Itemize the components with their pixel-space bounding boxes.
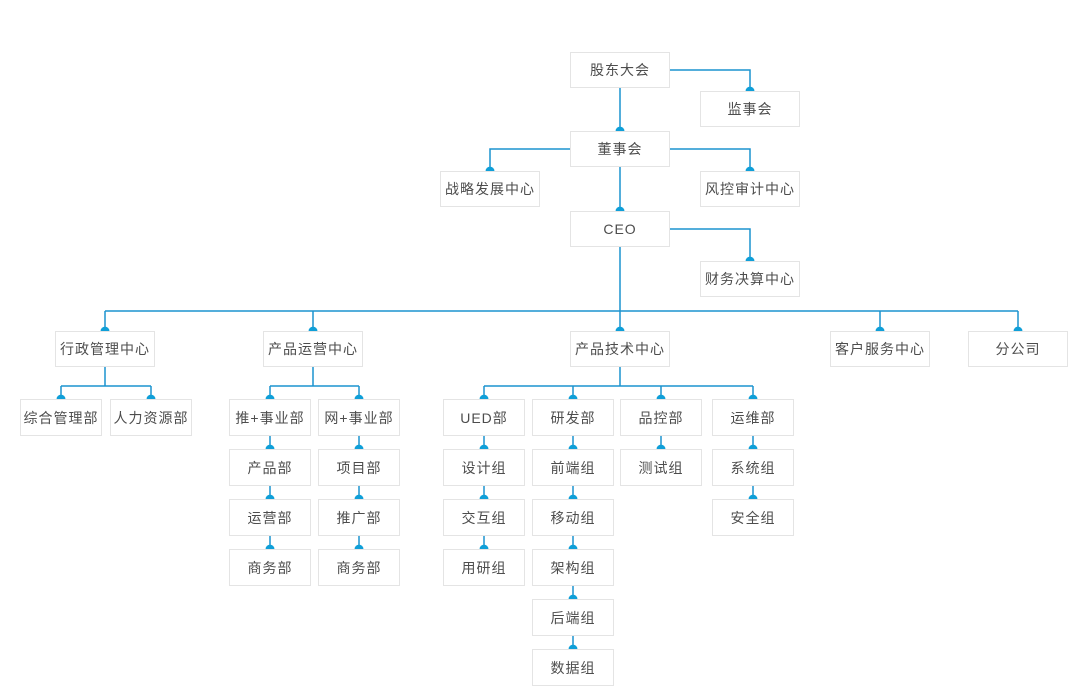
org-node-label: 后端组: [550, 609, 596, 626]
org-node-label: 系统组: [730, 459, 776, 476]
org-node-label: 推+事业部: [235, 409, 305, 426]
org-node-shareholders[interactable]: 股东大会: [570, 52, 670, 88]
org-node-label: 分公司: [995, 341, 1041, 357]
org-node-label: 移动组: [550, 509, 596, 526]
org-node-risk-audit[interactable]: 风控审计中心: [700, 171, 800, 207]
org-node-testing-team[interactable]: 测试组: [620, 449, 702, 486]
connector-lines: [60, 69, 1019, 649]
org-node-tech-center[interactable]: 产品技术中心: [570, 331, 670, 367]
org-node-biz-dept-1[interactable]: 商务部: [229, 549, 311, 586]
org-node-label: 研发部: [550, 409, 596, 426]
org-node-hr[interactable]: 人力资源部: [110, 399, 192, 436]
org-node-label: 品控部: [638, 409, 684, 426]
org-node-security-team[interactable]: 安全组: [712, 499, 794, 536]
org-node-project-dept[interactable]: 项目部: [318, 449, 400, 486]
org-node-tui-division[interactable]: 推+事业部: [229, 399, 311, 436]
org-node-finance[interactable]: 财务决算中心: [700, 261, 800, 297]
org-node-label: 产品运营中心: [268, 341, 358, 357]
org-node-supervisory[interactable]: 监事会: [700, 91, 800, 127]
org-node-label: 运营部: [247, 509, 293, 526]
org-node-system-team[interactable]: 系统组: [712, 449, 794, 486]
org-node-frontend-team[interactable]: 前端组: [532, 449, 614, 486]
org-node-data-team[interactable]: 数据组: [532, 649, 614, 686]
org-node-board[interactable]: 董事会: [570, 131, 670, 167]
org-node-ued-dept[interactable]: UED部: [443, 399, 525, 436]
org-node-wang-division[interactable]: 网+事业部: [318, 399, 400, 436]
org-node-label: 行政管理中心: [60, 341, 150, 357]
org-node-biz-dept-2[interactable]: 商务部: [318, 549, 400, 586]
org-node-general-affairs[interactable]: 综合管理部: [20, 399, 102, 436]
org-node-mobile-team[interactable]: 移动组: [532, 499, 614, 536]
org-node-design-team[interactable]: 设计组: [443, 449, 525, 486]
org-node-interaction-team[interactable]: 交互组: [443, 499, 525, 536]
org-node-label: 风控审计中心: [705, 181, 795, 197]
org-node-label: 数据组: [550, 659, 596, 676]
org-node-label: 安全组: [730, 509, 776, 526]
org-node-label: UED部: [460, 409, 508, 426]
org-node-label: 产品技术中心: [575, 341, 665, 357]
org-node-label: 监事会: [727, 101, 773, 117]
org-node-label: 人力资源部: [113, 409, 189, 426]
org-node-ops-dept[interactable]: 运营部: [229, 499, 311, 536]
org-node-label: 综合管理部: [23, 409, 99, 426]
org-node-label: 运维部: [730, 409, 776, 426]
org-node-label: 测试组: [638, 459, 684, 476]
org-node-architecture-team[interactable]: 架构组: [532, 549, 614, 586]
org-node-devops-dept[interactable]: 运维部: [712, 399, 794, 436]
org-node-label: 推广部: [336, 509, 382, 526]
org-node-strategy[interactable]: 战略发展中心: [440, 171, 540, 207]
org-node-product-dept[interactable]: 产品部: [229, 449, 311, 486]
org-node-qc-dept[interactable]: 品控部: [620, 399, 702, 436]
org-node-label: 商务部: [336, 559, 382, 576]
org-node-ceo[interactable]: CEO: [570, 211, 670, 247]
org-node-promo-dept[interactable]: 推广部: [318, 499, 400, 536]
org-node-label: 客户服务中心: [835, 341, 925, 357]
org-node-label: 财务决算中心: [705, 271, 795, 287]
org-node-label: 设计组: [461, 459, 507, 476]
org-node-label: 用研组: [461, 559, 507, 576]
org-node-service-center[interactable]: 客户服务中心: [830, 331, 930, 367]
org-node-backend-team[interactable]: 后端组: [532, 599, 614, 636]
org-node-user-research-team[interactable]: 用研组: [443, 549, 525, 586]
org-node-label: 战略发展中心: [445, 181, 535, 197]
org-node-label: 交互组: [461, 509, 507, 526]
org-node-label: 产品部: [247, 459, 293, 476]
org-node-ops-center[interactable]: 产品运营中心: [263, 331, 363, 367]
org-node-rd-dept[interactable]: 研发部: [532, 399, 614, 436]
org-node-label: 网+事业部: [324, 409, 394, 426]
org-node-admin-center[interactable]: 行政管理中心: [55, 331, 155, 367]
org-node-label: CEO: [603, 221, 637, 237]
org-node-label: 架构组: [550, 559, 596, 576]
org-node-label: 股东大会: [590, 62, 650, 78]
org-node-label: 项目部: [336, 459, 382, 476]
org-node-branch[interactable]: 分公司: [968, 331, 1068, 367]
org-node-label: 董事会: [597, 141, 643, 157]
org-node-label: 前端组: [550, 459, 596, 476]
org-node-label: 商务部: [247, 559, 293, 576]
